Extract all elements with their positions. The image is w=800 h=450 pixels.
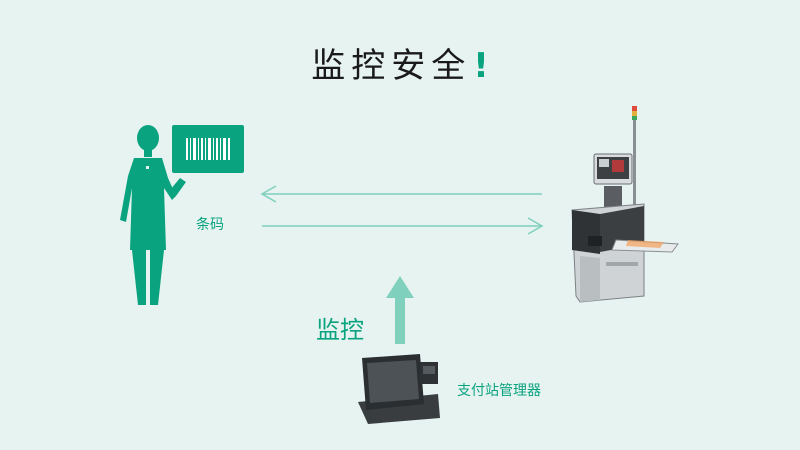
title-text: 监控安全 (311, 46, 472, 86)
barcode-icon (172, 125, 244, 173)
monitor-label: 监控 (316, 316, 364, 344)
arrow-to-person (260, 185, 542, 203)
pos-label: 支付站管理器 (457, 383, 541, 399)
person-icon (120, 125, 186, 305)
arrow-to-kiosk (262, 217, 544, 235)
title-exclamation: ! (473, 46, 489, 86)
self-checkout-kiosk-icon (571, 106, 679, 303)
barcode-label: 条码 (196, 217, 224, 233)
diagram-title: 监控安全! (0, 38, 800, 87)
monitor-arrow (386, 276, 414, 344)
pos-terminal-icon (358, 354, 440, 424)
